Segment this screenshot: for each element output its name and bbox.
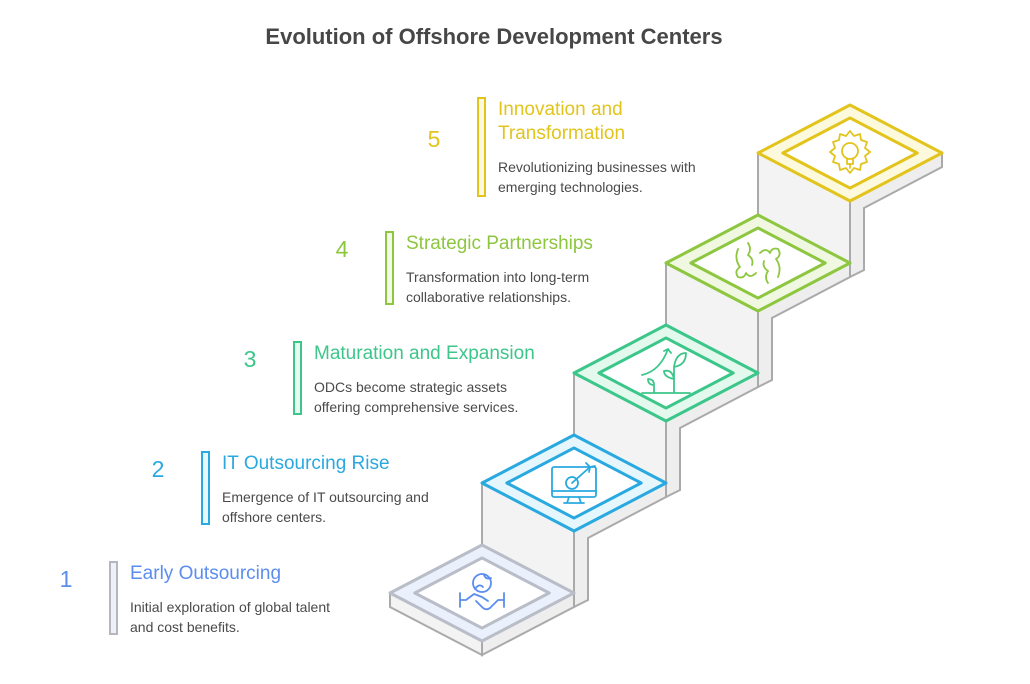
step-accent-bar [477, 97, 486, 197]
step-accent-bar [293, 341, 302, 415]
step-block-2 [480, 433, 668, 609]
step-description: Initial exploration of global talent and … [130, 597, 390, 637]
step-title-line: Strategic Partnerships [406, 233, 593, 254]
step-description-line: emerging technologies. [498, 179, 643, 195]
diagram-title: Evolution of Offshore Development Center… [265, 24, 723, 49]
step-number: 1 [59, 566, 73, 592]
step-description: Revolutionizing businesses with emerging … [498, 157, 758, 197]
step-inner-panel [413, 556, 551, 630]
step-title: IT Outsourcing Rise [222, 452, 482, 476]
step-description-line: Initial exploration of global talent [130, 599, 331, 615]
plant-growth-icon [641, 348, 691, 394]
step-accent-bar [109, 561, 118, 635]
step-block-5 [756, 103, 944, 279]
globe-handshake-icon [459, 573, 505, 611]
step-description: Emergence of IT outsourcing and offshore … [222, 487, 482, 527]
step-title: Maturation and Expansion [314, 342, 574, 366]
monitor-target-icon [551, 462, 597, 504]
step-block-1 [388, 543, 576, 657]
step-inner-panel [597, 336, 735, 410]
step-title-line: Transformation [498, 123, 626, 144]
step-title-line: Maturation and Expansion [314, 343, 535, 364]
step-number: 3 [243, 346, 257, 372]
step-description-line: Emergence of IT outsourcing and [222, 489, 429, 505]
step-inner-panel [505, 446, 643, 520]
step-description-line: collaborative relationships. [406, 289, 571, 305]
step-number: 4 [335, 236, 349, 262]
step-inner-panel [781, 116, 919, 190]
step-description-line: ODCs become strategic assets [314, 379, 507, 395]
step-title: Strategic Partnerships [406, 232, 666, 256]
step-description-line: and cost benefits. [130, 619, 240, 635]
collaboration-hands-icon [735, 242, 781, 284]
step-accent-bar [201, 451, 210, 525]
step-inner-panel [689, 226, 827, 300]
step-description-line: offshore centers. [222, 509, 327, 525]
step-description: Transformation into long-term collaborati… [406, 267, 666, 307]
step-title-line: Innovation and [498, 99, 623, 120]
step-accent-bar [385, 231, 394, 305]
step-number: 2 [151, 456, 165, 482]
step-block-3 [572, 323, 760, 499]
step-number: 5 [427, 126, 441, 152]
step-description-line: Transformation into long-term [406, 269, 590, 285]
step-description-line: offering comprehensive services. [314, 399, 519, 415]
step-block-4 [664, 213, 852, 389]
step-description: ODCs become strategic assets offering com… [314, 377, 574, 417]
step-title: Early Outsourcing [130, 562, 390, 586]
gear-lightbulb-icon [829, 130, 871, 174]
step-description-line: Revolutionizing businesses with [498, 159, 696, 175]
step-title-line: Early Outsourcing [130, 563, 282, 584]
step-title-line: IT Outsourcing Rise [222, 453, 390, 474]
